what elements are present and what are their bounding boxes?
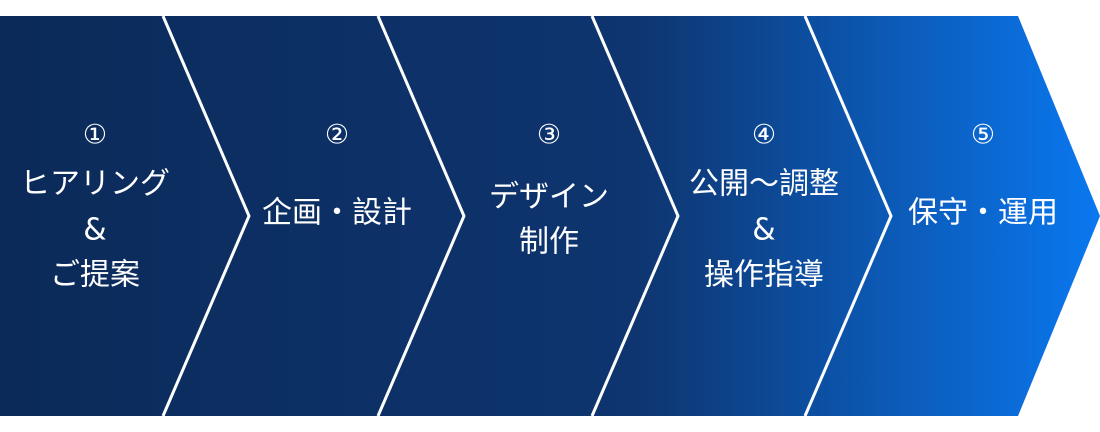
step-5: ⑤ 保守・運用 (908, 120, 1058, 231)
step-2-line-1: 企画・設計 (262, 196, 412, 231)
step-4-line-1: 公開〜調整 (689, 167, 839, 202)
step-4-number: ④ (752, 120, 776, 151)
step-1-number: ① (83, 120, 107, 151)
step-1-line-1: ヒアリング (20, 167, 170, 202)
step-3-number: ③ (537, 120, 561, 151)
step-1-line-3: ご提案 (50, 258, 140, 293)
step-2-number: ② (325, 120, 349, 151)
divider-2 (376, 15, 466, 417)
step-4: ④ 公開〜調整 & 操作指導 (689, 120, 839, 293)
divider-1 (161, 15, 251, 417)
step-3: ③ デザイン 制作 (489, 120, 609, 260)
divider-3 (590, 15, 680, 417)
step-1-line-2: & (83, 213, 106, 248)
divider-4 (803, 15, 893, 417)
step-4-line-2: & (752, 213, 775, 248)
step-1: ① ヒアリング & ご提案 (20, 120, 170, 293)
step-5-number: ⑤ (971, 120, 995, 151)
step-4-line-3: 操作指導 (704, 258, 824, 293)
step-5-line-1: 保守・運用 (908, 196, 1058, 231)
step-3-line-1: デザイン (489, 180, 609, 215)
step-dividers (161, 15, 893, 417)
flow-arrow-band (0, 16, 1100, 416)
step-3-line-2: 制作 (519, 225, 579, 260)
step-2: ② 企画・設計 (262, 120, 412, 231)
